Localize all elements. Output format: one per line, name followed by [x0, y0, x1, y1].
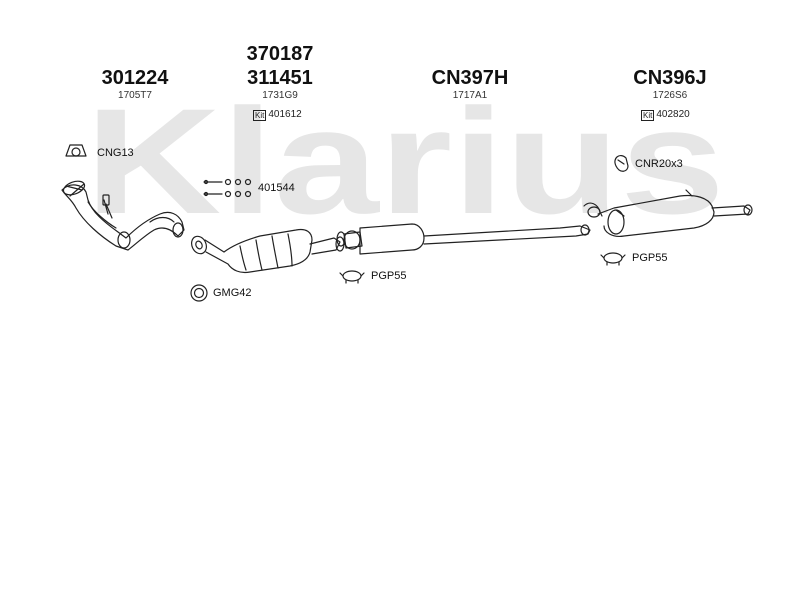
callout-pgp55-mid: PGP55: [371, 270, 407, 282]
clamp-icon-pgp55-rear[interactable]: [600, 252, 626, 266]
callout-cng13: CNG13: [97, 147, 134, 159]
oe-ref-1726S6: 1726S6: [652, 90, 688, 101]
callout-cnr20x3: CNR20x3: [635, 158, 683, 170]
part-number-370187[interactable]: 370187: [246, 43, 314, 65]
part-number-301224[interactable]: 301224: [101, 67, 169, 89]
kit-number-402820: 402820: [656, 109, 690, 120]
front-pipe[interactable]: [61, 179, 185, 251]
rubber-mount-icon[interactable]: [614, 154, 629, 172]
callout-gmg42: GMG42: [213, 287, 252, 299]
oe-ref-1705T7: 1705T7: [118, 90, 152, 101]
centre-silencer[interactable]: [336, 223, 591, 255]
clamp-icon-pgp55-mid[interactable]: [339, 270, 365, 284]
callout-401544: 401544: [258, 182, 295, 194]
oe-ref-1717A1: 1717A1: [452, 90, 488, 101]
bolt-kit-icon[interactable]: [203, 178, 252, 198]
kit-402-label[interactable]: Kit 401612: [253, 109, 302, 121]
kit-icon: Kit: [253, 109, 267, 121]
kit-label-402820[interactable]: Kit 402820: [641, 109, 690, 121]
kit-number-401612: 401612: [268, 109, 302, 120]
part-number-CN396J[interactable]: CN396J: [633, 67, 707, 89]
catalytic-converter[interactable]: [189, 228, 345, 274]
part-number-CN397H[interactable]: CN397H: [431, 67, 509, 89]
callout-pgp55-rear: PGP55: [632, 252, 668, 264]
kit-icon: Kit: [641, 109, 655, 121]
part-number-311451[interactable]: 311451: [247, 67, 313, 89]
oe-ref-1731G9: 1731G9: [262, 90, 298, 101]
rear-silencer[interactable]: [583, 189, 753, 237]
gasket-icon-cng13[interactable]: [65, 144, 87, 157]
gasket-ring-icon-gmg42[interactable]: [190, 284, 208, 302]
